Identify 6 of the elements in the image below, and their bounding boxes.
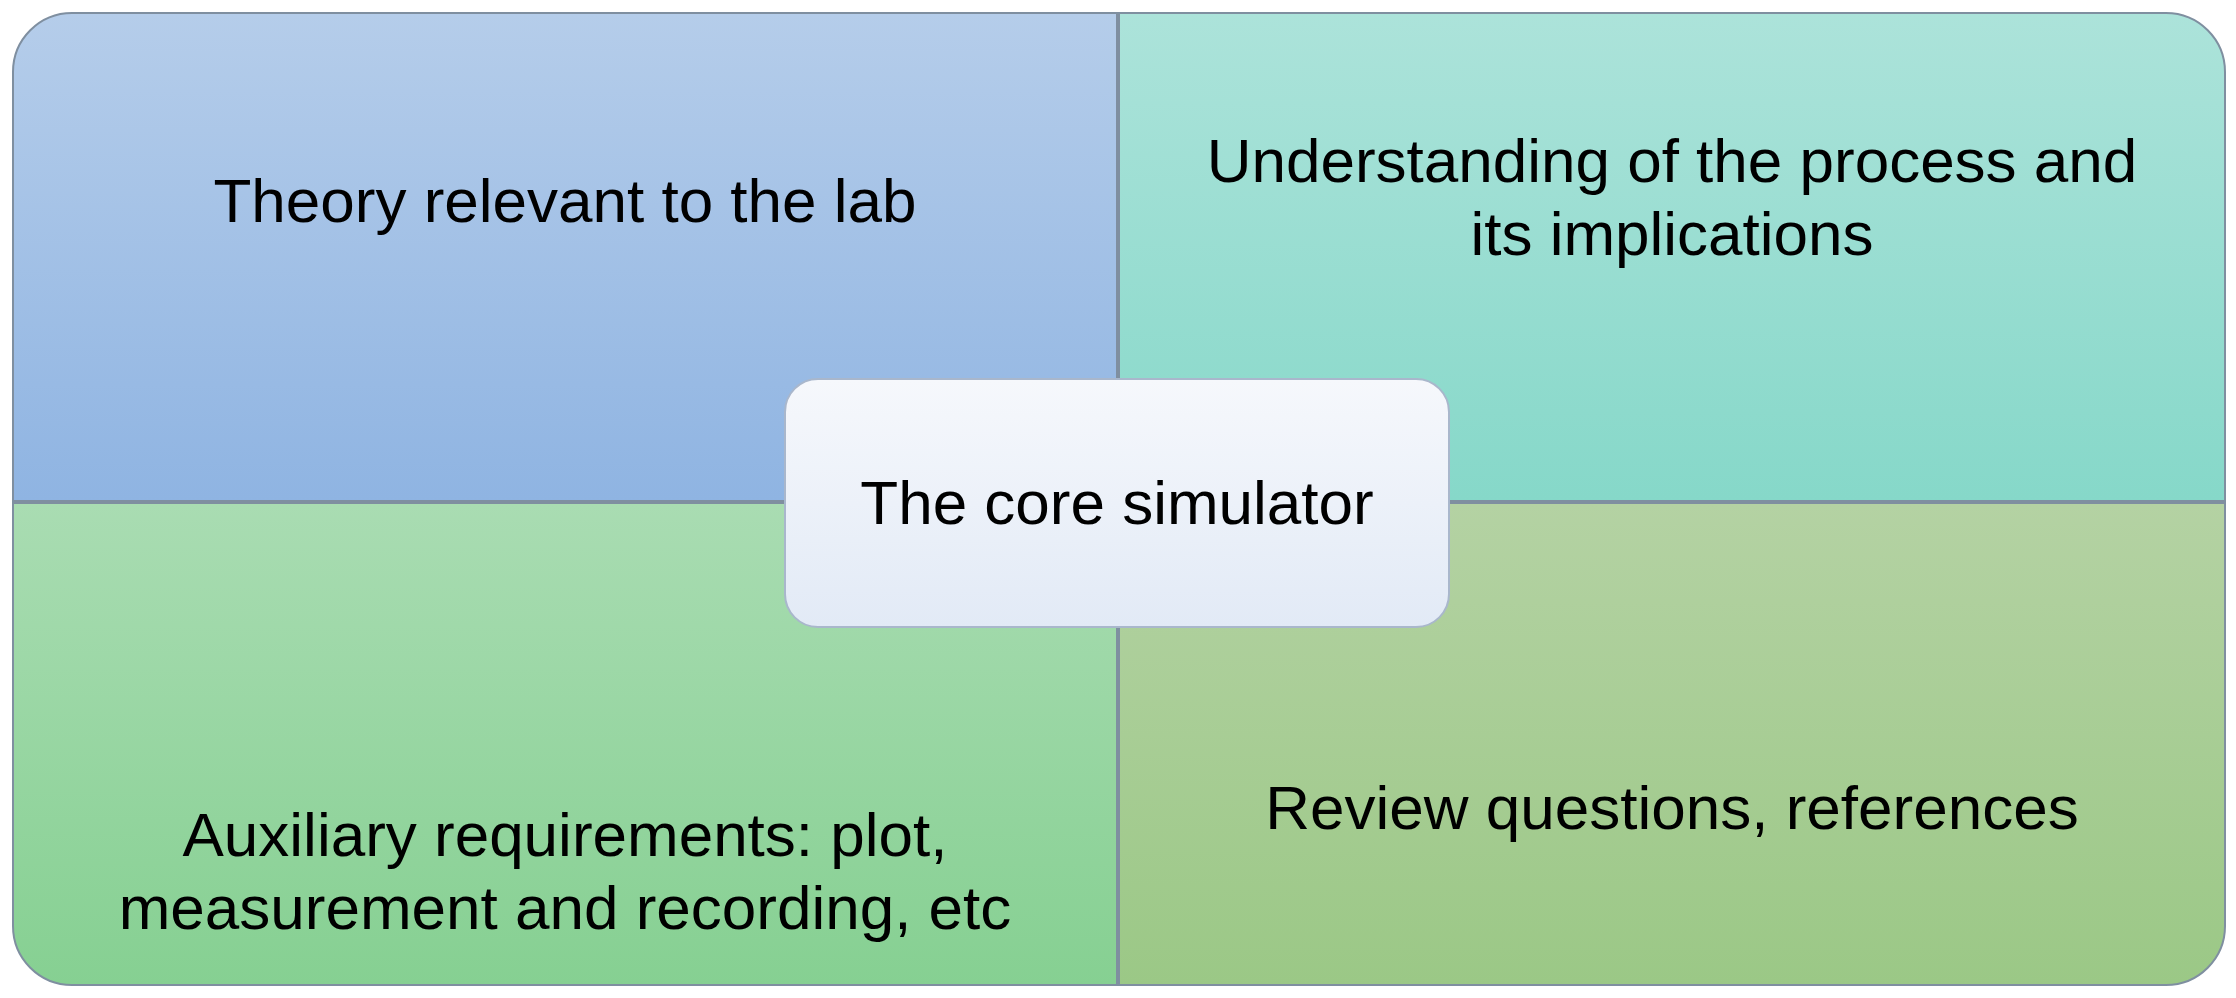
box-text: The core simulator [860, 467, 1374, 540]
panel-text: Understanding of the process and its implications [1205, 125, 2139, 271]
panel-text: Theory relevant to the lab [213, 165, 917, 237]
panel-text: Auxiliary requirements: plot, measurement and recording, etc [117, 798, 1013, 944]
center-box [784, 378, 1450, 628]
panel-text: Review questions, references [1265, 771, 2079, 844]
